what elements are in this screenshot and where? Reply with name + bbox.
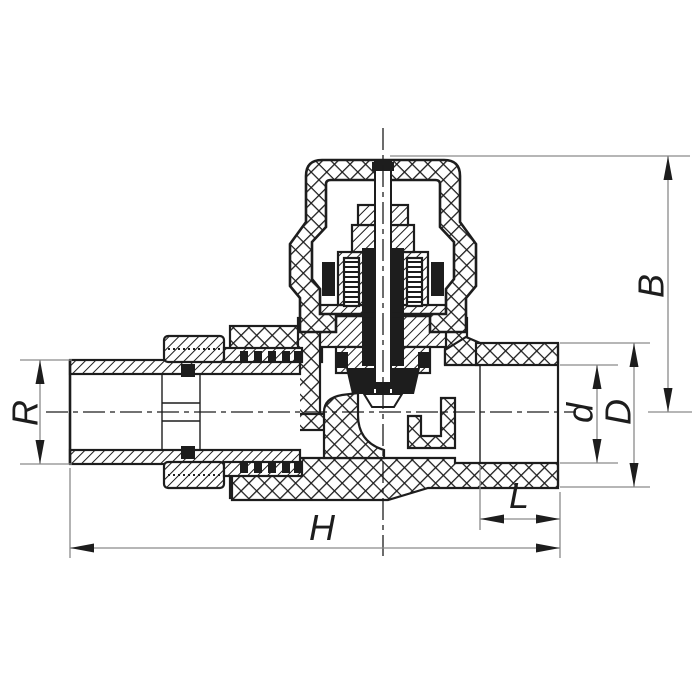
valve-handle-cap [288, 158, 478, 334]
dimension-label-R: R [5, 400, 46, 426]
dimension-H: H [69, 468, 560, 558]
arrow-L-right [536, 514, 560, 524]
dimension-B: B [390, 155, 692, 413]
thread-engagement [240, 351, 301, 473]
gland-seal-right [391, 248, 404, 366]
dimension-R: R [5, 359, 72, 465]
arrow-R-top [35, 360, 45, 384]
seat-partition [322, 391, 386, 460]
dimension-label-D: D [598, 399, 639, 425]
arrow-B-bottom [663, 388, 673, 412]
arrow-D-top [629, 343, 639, 367]
spring-left [342, 256, 361, 308]
dimension-label-B: B [631, 274, 672, 298]
gland-seal-left [362, 248, 375, 366]
disc-left [346, 368, 374, 394]
side-seal-right [431, 262, 444, 296]
cap-outline [288, 158, 478, 334]
dimension-L: L [479, 466, 561, 558]
nut-band-bottom [222, 460, 304, 478]
body-bottom-wall [230, 456, 560, 502]
arrow-L-left [480, 514, 504, 524]
arrow-d-top [592, 365, 602, 389]
side-seal-left [322, 262, 335, 296]
arrow-H-right [536, 543, 560, 553]
arrow-B-top [663, 156, 673, 180]
centerlines [46, 128, 576, 556]
disc-right [392, 368, 420, 394]
dimension-label-L: L [509, 475, 529, 516]
arrow-H-left [70, 543, 94, 553]
nut-band-top [222, 346, 304, 364]
dimension-D: D [560, 342, 650, 488]
gasket-top [181, 364, 195, 377]
dimension-label-d: d [560, 402, 601, 423]
seat-seal-right [418, 352, 430, 368]
spring-right [405, 256, 424, 308]
dimension-d: d [560, 364, 618, 464]
gasket-bottom [181, 446, 195, 459]
arrow-d-bottom [592, 439, 602, 463]
arrow-R-bottom [35, 440, 45, 464]
outlet-partition [406, 396, 457, 450]
socket-top-wall [474, 341, 560, 367]
dimension-label-H: H [309, 507, 336, 548]
seat-seal-left [336, 352, 348, 368]
arrow-D-bottom [629, 463, 639, 487]
